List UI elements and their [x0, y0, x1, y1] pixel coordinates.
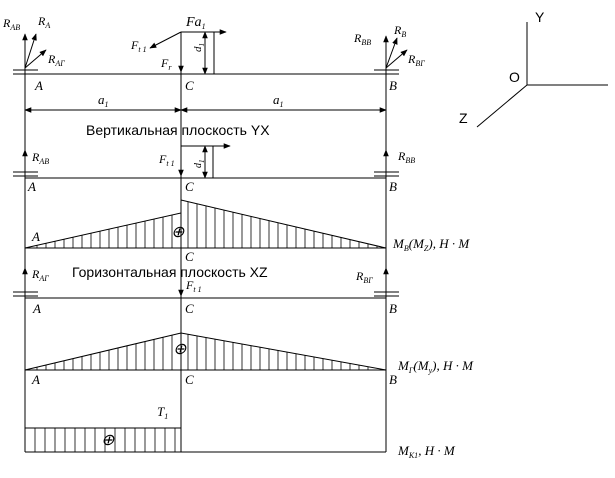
z-axis: [476, 84, 528, 128]
torque-label: T1: [157, 404, 168, 421]
point-c-label-v: C: [185, 179, 194, 194]
point-c-label: C: [185, 78, 194, 93]
label-d1: d1: [192, 43, 206, 52]
point-b-label-v: B: [389, 179, 397, 194]
label-ft: Ft 1: [130, 38, 147, 54]
reaction-a-arrow: [24, 33, 37, 69]
point-c-label-h: C: [185, 301, 194, 316]
dimension-a1-right-label: a1: [273, 92, 284, 109]
label-r-bb: RBB: [353, 31, 371, 47]
tangential-force-arrow: [149, 31, 182, 49]
label-r-ag-h: RAГ: [31, 267, 49, 283]
point-a-label-mv: A: [31, 229, 40, 244]
horizontal-moment-diagram: ⊕ A C B MГ(My), H · M: [24, 332, 474, 387]
label-ft-v: Ft 1: [158, 152, 175, 168]
vertical-plane-section: RAB RBB Ft 1 d1 A C B: [13, 143, 415, 194]
label-r-ag: RAГ: [47, 52, 65, 68]
label-r-b: RB: [393, 23, 406, 39]
vertical-moment-diagram: ⊕ A C MB(MZ), H · M: [24, 199, 470, 264]
reaction-bg-arrow: [385, 49, 408, 69]
label-ft-h: Ft 1: [185, 278, 202, 294]
dimension-a1-left-label: a1: [98, 92, 109, 109]
point-a-label-mh: A: [31, 372, 40, 387]
torque-diagram: ⊕ T1 MK1, H · M: [25, 404, 456, 460]
point-b-label-h: B: [389, 301, 397, 316]
label-r-bg: RBГ: [407, 52, 425, 68]
vertical-moment-label: MB(MZ), H · M: [392, 236, 470, 253]
label-fa: Fa1: [185, 15, 206, 31]
plane-vertical-title: Вертикальная плоскость YX: [86, 122, 270, 138]
torque-hatch: [34, 428, 176, 452]
horizontal-moment-outline: [24, 332, 387, 371]
y-axis-label: Y: [535, 9, 545, 25]
z-axis-label: Z: [459, 110, 468, 126]
reaction-b-arrow: [385, 37, 398, 69]
horizontal-plane-section: Горизонтальная плоскость XZ RAГ RBГ Ft 1…: [13, 264, 399, 316]
label-r-ab: RAB: [2, 16, 20, 32]
point-a-label: A: [34, 78, 43, 93]
reaction-ag-arrow: [24, 49, 47, 69]
point-a-label-h: A: [32, 301, 41, 316]
plane-horizontal-title: Горизонтальная плоскость XZ: [72, 264, 268, 280]
horizontal-moment-hatch: [36, 334, 369, 370]
torque-plus: ⊕: [101, 432, 115, 449]
torque-moment-label: MK1, H · M: [397, 443, 456, 460]
vertical-moment-plus: ⊕: [171, 224, 185, 241]
label-r-ab-v: RAB: [31, 150, 49, 166]
label-r-a: RA: [37, 14, 50, 30]
label-fr: Fr: [160, 56, 172, 72]
point-c-label-mv: C: [185, 249, 194, 264]
coordinate-axes: Y O Z: [459, 9, 608, 128]
vertical-moment-hatch: [36, 201, 378, 248]
label-r-bb-v: RBB: [397, 149, 415, 165]
label-r-bg-h: RBГ: [355, 269, 373, 285]
horizontal-moment-plus: ⊕: [173, 341, 187, 358]
point-a-label-v: A: [27, 179, 36, 194]
shaft-section: RAB RA RAГ RBB RB RBГ Fa1 Ft 1 Fr d1 A C…: [2, 14, 425, 138]
horizontal-moment-label: MГ(My), H · M: [397, 358, 474, 375]
vertical-moment-outline: [24, 199, 387, 249]
label-d1-v: d1: [193, 160, 206, 169]
origin-label: O: [509, 69, 520, 85]
point-c-label-mh: C: [185, 372, 194, 387]
point-b-label: B: [389, 78, 397, 93]
point-b-label-mh: B: [389, 372, 397, 387]
